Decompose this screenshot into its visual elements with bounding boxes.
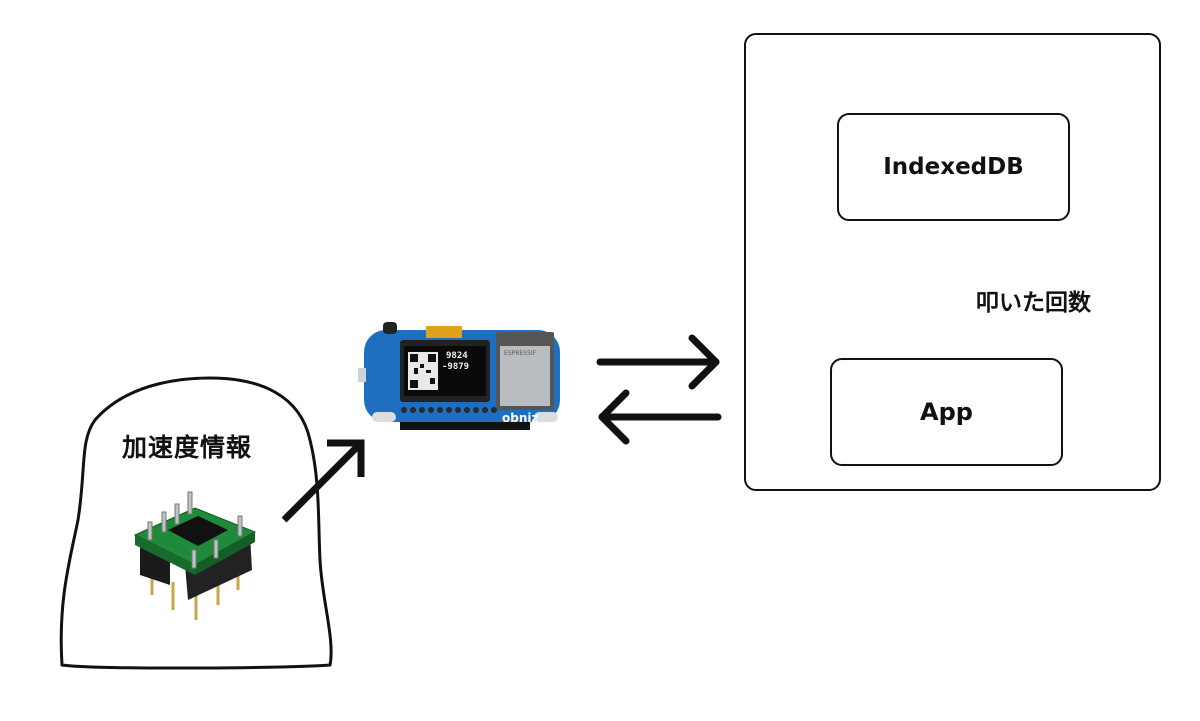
accelerometer-module-image [133,491,257,620]
indexeddb-box: IndexedDB [837,113,1070,221]
arrow-obniz-to-browser [596,334,720,390]
tap-count-label: 叩いた回数 [976,290,1091,316]
app-box: App [830,358,1063,466]
obniz-brand-logo: obniz [502,411,539,425]
obniz-screen-value-1: 9824 [446,351,468,361]
sensor-label: 加速度情報 [122,433,253,462]
esp32-module-label: ESPRESSIF [504,350,537,357]
indexeddb-label: IndexedDB [883,154,1024,180]
arrow-browser-to-obniz [598,389,722,445]
arrow-sensor-to-obniz [281,439,365,523]
app-label: App [920,398,973,426]
obniz-screen-value-2: -9879 [442,362,470,372]
obniz-board-image [358,322,560,430]
sensor-container-outline [59,376,333,670]
